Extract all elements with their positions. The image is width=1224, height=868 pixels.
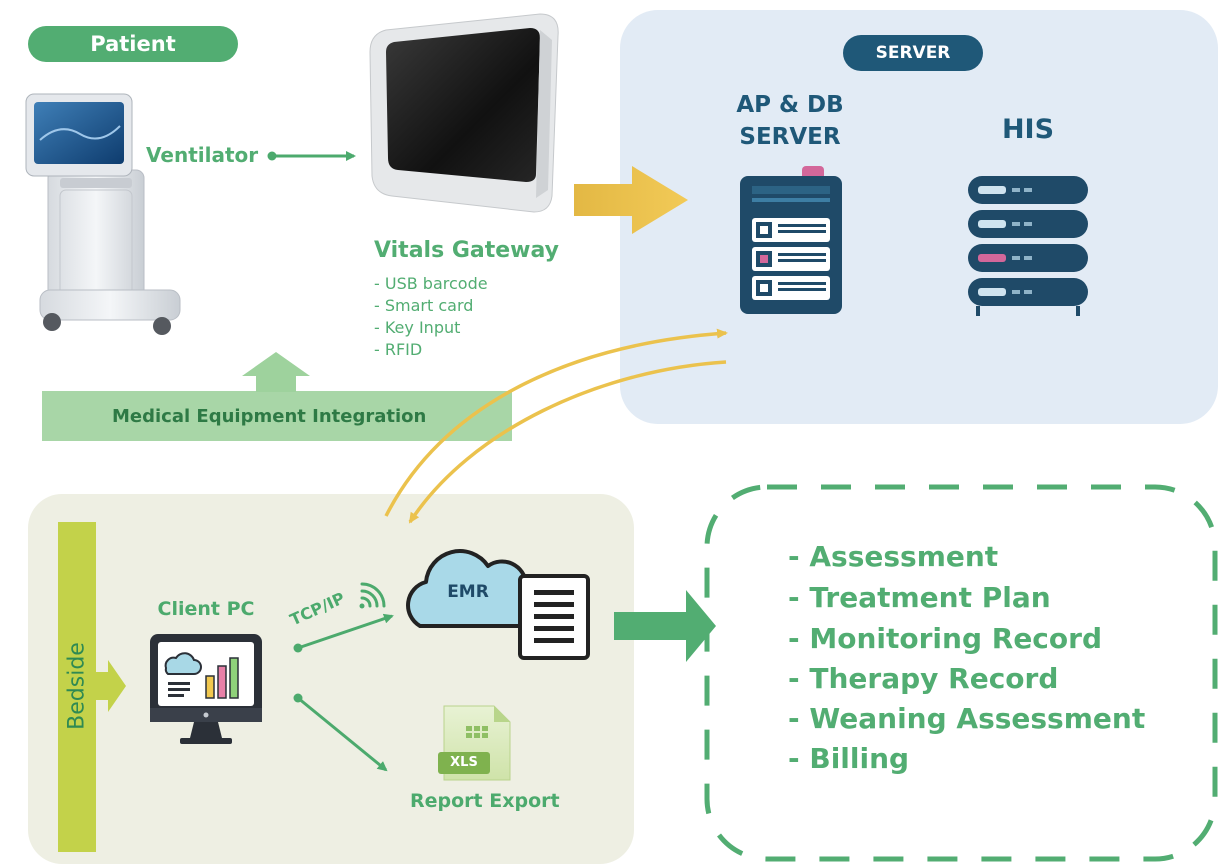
server-badge-label: SERVER bbox=[875, 43, 951, 63]
report-export-label: Report Export bbox=[410, 790, 560, 812]
server-to-bedside-arrow bbox=[408, 360, 727, 524]
pc-to-emr-arrow bbox=[297, 613, 394, 650]
gateway-input-smartcard: - Smart card bbox=[374, 296, 474, 315]
integration-bar bbox=[42, 391, 512, 441]
xls-file-icon bbox=[438, 705, 511, 781]
ventilator-image bbox=[25, 93, 181, 335]
bedside-arrow bbox=[96, 660, 126, 712]
client-pc-icon bbox=[150, 634, 262, 744]
xls-label: XLS bbox=[450, 755, 478, 770]
gateway-input-key: - Key Input bbox=[374, 318, 461, 337]
emr-label: EMR bbox=[447, 582, 489, 602]
server-panel bbox=[620, 10, 1218, 424]
emr-document-icon bbox=[518, 574, 590, 660]
pc-to-report-arrow bbox=[297, 696, 388, 772]
server-badge bbox=[843, 35, 983, 71]
bedside-to-server-arrow bbox=[384, 328, 728, 517]
client-pc-label: Client PC bbox=[157, 598, 255, 620]
ap-db-server-icon bbox=[740, 166, 842, 314]
ap-db-title-line2: SERVER bbox=[739, 124, 841, 150]
ap-db-title-line1: AP & DB bbox=[736, 92, 844, 118]
gateway-input-rfid: - RFID bbox=[374, 340, 423, 359]
bedside-label: Bedside bbox=[64, 642, 90, 730]
emr-to-features-arrow bbox=[614, 590, 716, 662]
ventilator-label: Ventilator bbox=[146, 143, 259, 167]
integration-up-arrow bbox=[242, 352, 310, 392]
feature-treatment-plan: - Treatment Plan bbox=[788, 581, 1051, 614]
his-title: HIS bbox=[1001, 114, 1055, 145]
feature-assessment: - Assessment bbox=[788, 540, 999, 573]
gateway-tablet-image bbox=[369, 13, 559, 213]
feature-monitoring-record: - Monitoring Record bbox=[788, 622, 1102, 655]
patient-label: Patient bbox=[90, 32, 176, 56]
gateway-title: Vitals Gateway bbox=[374, 238, 560, 263]
feature-billing: - Billing bbox=[788, 742, 910, 775]
gateway-to-server-arrow bbox=[574, 166, 688, 234]
patient-pill bbox=[28, 26, 238, 62]
features-panel bbox=[704, 484, 1218, 862]
gateway-input-usb: - USB barcode bbox=[374, 274, 488, 293]
feature-therapy-record: - Therapy Record bbox=[788, 662, 1059, 695]
integration-label: Medical Equipment Integration bbox=[112, 406, 427, 427]
bedside-bar bbox=[58, 522, 96, 852]
feature-weaning-assessment: - Weaning Assessment bbox=[788, 702, 1146, 735]
his-server-icon bbox=[968, 176, 1088, 316]
wifi-icon bbox=[359, 582, 386, 609]
